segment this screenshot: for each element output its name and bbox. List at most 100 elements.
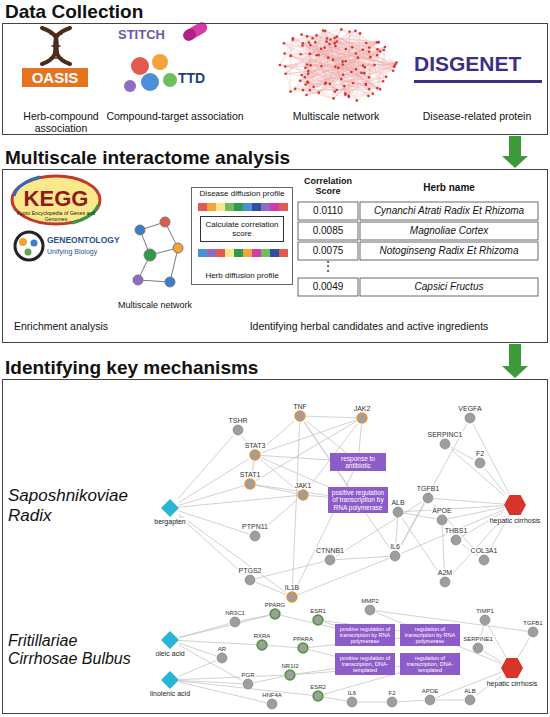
gene-label: JAK2 — [353, 405, 372, 412]
go-logo — [15, 232, 43, 260]
network-edge — [281, 615, 335, 628]
gene-circle — [424, 694, 436, 706]
gene-label: NR3C1 — [224, 610, 246, 616]
gene-circle — [439, 438, 451, 450]
gene-circle — [474, 457, 486, 469]
network-edge — [309, 650, 335, 657]
gene-circle — [364, 604, 376, 616]
gene-label: F2 — [387, 690, 396, 696]
hexagon-shape — [504, 494, 526, 516]
gene-circle — [422, 492, 434, 504]
go-term-label: response to antibiotic — [333, 455, 383, 470]
gene-label: PPARG — [264, 602, 287, 608]
gene-label: APOE — [431, 507, 452, 514]
logo-text: TTD — [178, 70, 218, 86]
network-edge — [324, 697, 346, 701]
gene-circle — [450, 534, 462, 546]
herb-title: Saposhnikoviae Radix — [8, 486, 148, 525]
network-edge — [256, 562, 324, 579]
gene-label: SERPINE1 — [462, 636, 494, 642]
network-edge — [485, 469, 506, 494]
hexagon-shape — [501, 657, 523, 679]
gene-node: MMP2 — [364, 604, 376, 616]
gene-label: NR1I2 — [280, 663, 299, 669]
go-term-label: positive regulation of transcription by … — [331, 489, 385, 511]
table-cell: ⋮ — [298, 260, 358, 274]
gene-node: HNF4A — [266, 698, 278, 710]
caption: Herb-compound association — [5, 110, 117, 134]
gene-node: TNF — [294, 410, 306, 422]
gene-label: JAK1 — [294, 482, 313, 489]
network-edge — [292, 422, 299, 591]
logo-text: GENEONTOLOGY — [47, 236, 125, 246]
network-edge — [179, 459, 249, 503]
table-cell: 0.0049 — [298, 281, 358, 293]
gene-node: IL6 — [346, 696, 358, 708]
logo-text: DISGENET — [414, 52, 546, 76]
network-edge — [450, 516, 505, 576]
gene-node: TSHR — [232, 424, 244, 436]
gene-label: A2M — [437, 569, 453, 576]
table-cell: Capsici Fructus — [360, 281, 538, 293]
gene-label: IL1B — [284, 584, 300, 591]
gene-node: F2 — [474, 457, 486, 469]
network-edge — [261, 460, 297, 490]
gene-node: JAK1 — [297, 489, 309, 501]
diamond-shape — [161, 631, 179, 649]
network-edge — [336, 556, 389, 559]
network-edge — [434, 498, 504, 504]
caption: Compound-target association — [104, 110, 246, 122]
gene-node: PPARG — [269, 608, 281, 620]
gene-label: AR — [217, 646, 227, 652]
go-term-label: regulation of transcription by RNA polym… — [403, 626, 457, 645]
gene-node: VEGFA — [464, 412, 476, 424]
gene-label: PTPN11 — [241, 523, 269, 530]
go-term-box: positive regulation of transcription by … — [328, 487, 388, 513]
gene-circle — [386, 696, 398, 708]
network-edge — [359, 424, 362, 453]
gene-node: NR3C1 — [229, 616, 241, 628]
caption: Multiscale network — [114, 300, 196, 310]
gene-circle — [324, 554, 336, 566]
gene-node: SERPINC1 — [439, 438, 451, 450]
network-edge — [306, 421, 346, 453]
gene-label: TSHR — [227, 417, 248, 424]
gene-node: PGR — [242, 678, 254, 690]
gene-circle — [527, 626, 539, 638]
gene-circle — [389, 550, 401, 562]
gene-label: ESR2 — [309, 684, 327, 690]
go-term-box: regulation of transcription, DNA-templat… — [400, 653, 460, 676]
dna-icon — [42, 28, 70, 64]
compound-diamond: linolenic acid — [161, 671, 179, 689]
gene-node: PTPN11 — [249, 530, 261, 542]
gene-circle — [249, 449, 261, 461]
network-edge — [261, 420, 356, 453]
network-edge — [304, 422, 391, 550]
gene-node: F2 — [386, 696, 398, 708]
network-edge — [404, 506, 504, 512]
section-heading: Data Collection — [5, 1, 143, 23]
gene-label: THBS1 — [444, 527, 469, 534]
gene-node: ESR2 — [312, 690, 324, 702]
gene-circle — [242, 678, 254, 690]
go-term-box: response to antibiotic — [330, 453, 386, 472]
gene-node: CTNNB1 — [324, 554, 336, 566]
network-edge — [179, 516, 244, 575]
caption: Identifying herbal candidates and active… — [196, 320, 542, 332]
network-edge — [179, 675, 284, 679]
logo-text: OASIS — [22, 68, 88, 87]
gene-circle — [232, 424, 244, 436]
gene-node: AR — [216, 652, 228, 664]
herb-title: Fritillariae Cirrhosae Bulbus — [8, 632, 148, 669]
gene-circle — [346, 696, 358, 708]
logo-text: Kyoto Encyclopedia of Genes and Genomes — [14, 211, 98, 223]
table-header: Herb name — [360, 182, 538, 194]
gene-node: PPARA — [297, 642, 309, 654]
gene-node: IL1B — [286, 591, 298, 603]
caption: Enrichment analysis — [5, 320, 117, 332]
table-cell: 0.0075 — [298, 245, 358, 257]
gene-label: PPARA — [292, 636, 314, 642]
gene-circle — [436, 514, 448, 526]
gene-label: TIMP1 — [475, 608, 495, 614]
gene-circle — [269, 608, 281, 620]
